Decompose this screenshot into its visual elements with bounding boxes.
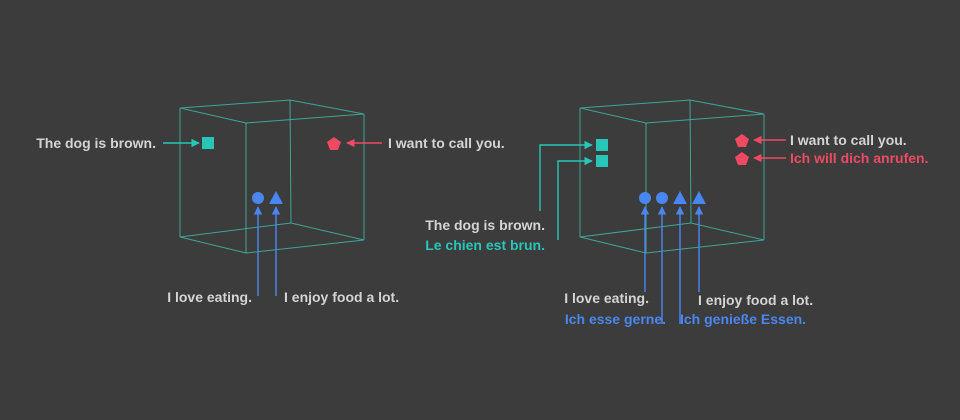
right-circle-marker-en <box>639 192 651 204</box>
right-eating-label-de: Ich esse gerne. <box>565 311 666 327</box>
left-cube-top-face <box>179 99 365 124</box>
left-square-marker <box>202 137 214 149</box>
left-cube-bottom-face <box>179 222 365 254</box>
right-cube-bottom-face <box>579 222 765 254</box>
left-circle-marker <box>252 192 264 204</box>
right-square-marker-fr <box>596 155 608 167</box>
right-food-label-de: Ich genieße Essen. <box>680 311 806 327</box>
right-square-marker-en <box>596 139 608 151</box>
left-cube <box>179 99 365 254</box>
right-pentagon-marker-de <box>735 152 749 165</box>
left-dog-label: The dog is brown. <box>36 135 156 151</box>
right-food-label-en: I enjoy food a lot. <box>698 292 813 308</box>
left-food-label: I enjoy food a lot. <box>284 289 399 305</box>
right-pentagon-marker-en <box>735 134 749 147</box>
right-cube <box>579 99 765 254</box>
left-eating-label: I love eating. <box>167 289 252 305</box>
right-circle-marker-de <box>656 192 668 204</box>
right-triangle-marker-en <box>673 191 687 204</box>
right-call-label-de: Ich will dich anrufen. <box>790 150 928 166</box>
left-pentagon-marker <box>327 137 341 150</box>
right-triangle-marker-de <box>692 191 706 204</box>
right-dog-en-arrow <box>539 140 593 211</box>
right-eating-label-en: I love eating. <box>564 290 649 306</box>
right-call-label-en: I want to call you. <box>790 132 907 148</box>
right-dog-label-en: The dog is brown. <box>425 217 545 233</box>
right-dog-label-fr: Le chien est brun. <box>425 237 545 253</box>
left-call-label: I want to call you. <box>388 135 505 151</box>
right-cube-top-face <box>579 99 765 124</box>
left-triangle-marker <box>269 191 283 204</box>
right-dog-fr-arrow <box>557 156 593 240</box>
